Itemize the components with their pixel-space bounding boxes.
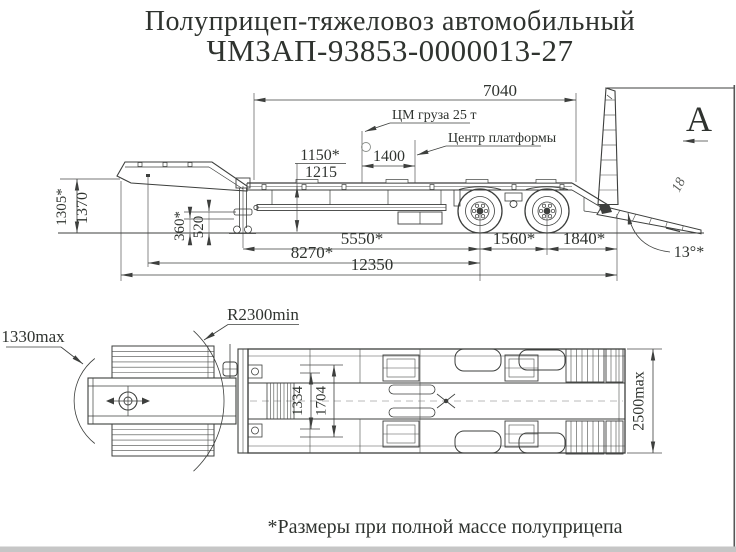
plan-ramp: [565, 348, 605, 383]
dim-overall-width: 2500max: [631, 371, 648, 431]
cg-symbol: [361, 142, 371, 152]
rear-ramps: [571, 87, 702, 235]
plan-dimensions: 1334 1704 2500max: [290, 348, 662, 454]
dim-front-height-laden: 1305*: [54, 188, 70, 226]
dim-axle-to-rear: 1840*: [563, 229, 606, 248]
cargo-cg-label: ЦМ груза 25 т: [392, 108, 476, 123]
dim-deck-height-laden: 1150*: [300, 147, 339, 164]
dim-clearance-laden: 360*: [172, 211, 188, 241]
dim-frame-width-inner: 1334: [290, 386, 306, 417]
title-line-2: ЧМЗАП-93853-0000013-27: [207, 33, 574, 68]
dim-front-swing-radius: 1330max: [1, 327, 65, 346]
front-swing-arc: [73, 358, 96, 444]
dim-frame-width-outer: 1704: [314, 386, 330, 417]
fender: [454, 348, 502, 372]
platform-deck: [246, 179, 572, 225]
plan-ramp: [565, 420, 605, 455]
rear-swing-arc: [193, 330, 225, 472]
gooseneck: [116, 161, 248, 192]
view-a-marker: A: [683, 99, 712, 144]
dim-clearance-unladen: 520: [191, 216, 207, 239]
ramp-lowered: [596, 205, 702, 235]
dim-deck-height-unladen: 1215: [305, 164, 337, 181]
footnote: *Размеры при полной массе полуприцепа: [267, 516, 622, 538]
dim-kingpin-to-bogie: 8270*: [291, 243, 334, 262]
plan-gooseneck: [87, 344, 238, 457]
dim-platform-length: 7040: [483, 81, 517, 100]
fender: [518, 349, 566, 371]
ramp-raised: [597, 87, 619, 206]
side-view: A 18 7040 ЦМ груза 25 т Центр платформы …: [54, 81, 712, 281]
plan-view: R2300min 1330max 1334 1704 2500max: [1, 305, 662, 472]
dim-kingpin-to-axle1: 5550*: [341, 229, 384, 248]
ramp-mark-label: 18: [669, 175, 689, 194]
fender: [454, 430, 502, 454]
platform-center-label: Центр платформы: [448, 131, 557, 146]
dim-front-height-unladen: 1370: [74, 192, 91, 224]
swing-radii: R2300min 1330max: [1, 305, 299, 472]
suspension: [453, 189, 523, 208]
kingpin-mark: [146, 174, 150, 177]
side-view-dimensions: 7040 ЦМ груза 25 т Центр платформы 1400 …: [54, 81, 704, 281]
drawing-title: Полуприцеп-тяжеловоз автомобильный ЧМЗАП…: [145, 6, 635, 68]
dim-cg-offset: 1400: [373, 148, 405, 165]
dim-axle-base: 1560*: [493, 229, 536, 248]
view-a-label: A: [686, 99, 712, 139]
sheet-frame: [0, 85, 736, 552]
title-line-1: Полуприцеп-тяжеловоз автомобильный: [145, 6, 635, 37]
dim-rear-swing-radius: R2300min: [227, 305, 299, 324]
dim-ramp-angle: 13°*: [674, 244, 704, 261]
dim-overall-length: 12350: [351, 255, 394, 274]
fender: [518, 432, 566, 454]
